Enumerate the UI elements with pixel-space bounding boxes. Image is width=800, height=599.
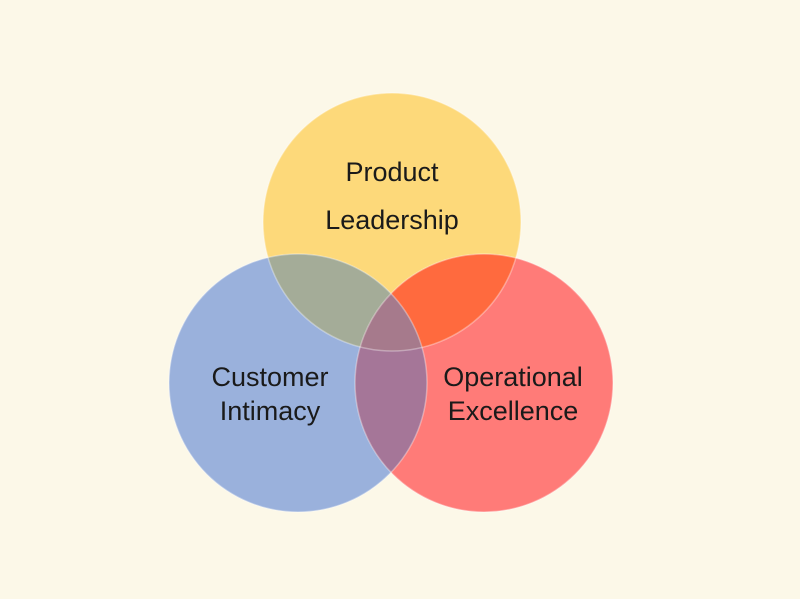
label-product-line-2: Leadership <box>325 205 459 235</box>
label-product-line-1: Product <box>345 157 439 187</box>
label-operational-line-1: Operational <box>443 362 583 392</box>
label-operational-line-2: Excellence <box>447 396 579 426</box>
circle-customer-outline <box>168 253 428 513</box>
overlap-product-operational <box>355 254 521 351</box>
overlap-product-customer <box>263 254 427 351</box>
label-customer-line-1: Customer <box>211 362 329 392</box>
circle-operational-outline <box>354 253 614 513</box>
label-customer-line-2: Intimacy <box>219 396 321 426</box>
circle-product-outline <box>262 92 522 352</box>
